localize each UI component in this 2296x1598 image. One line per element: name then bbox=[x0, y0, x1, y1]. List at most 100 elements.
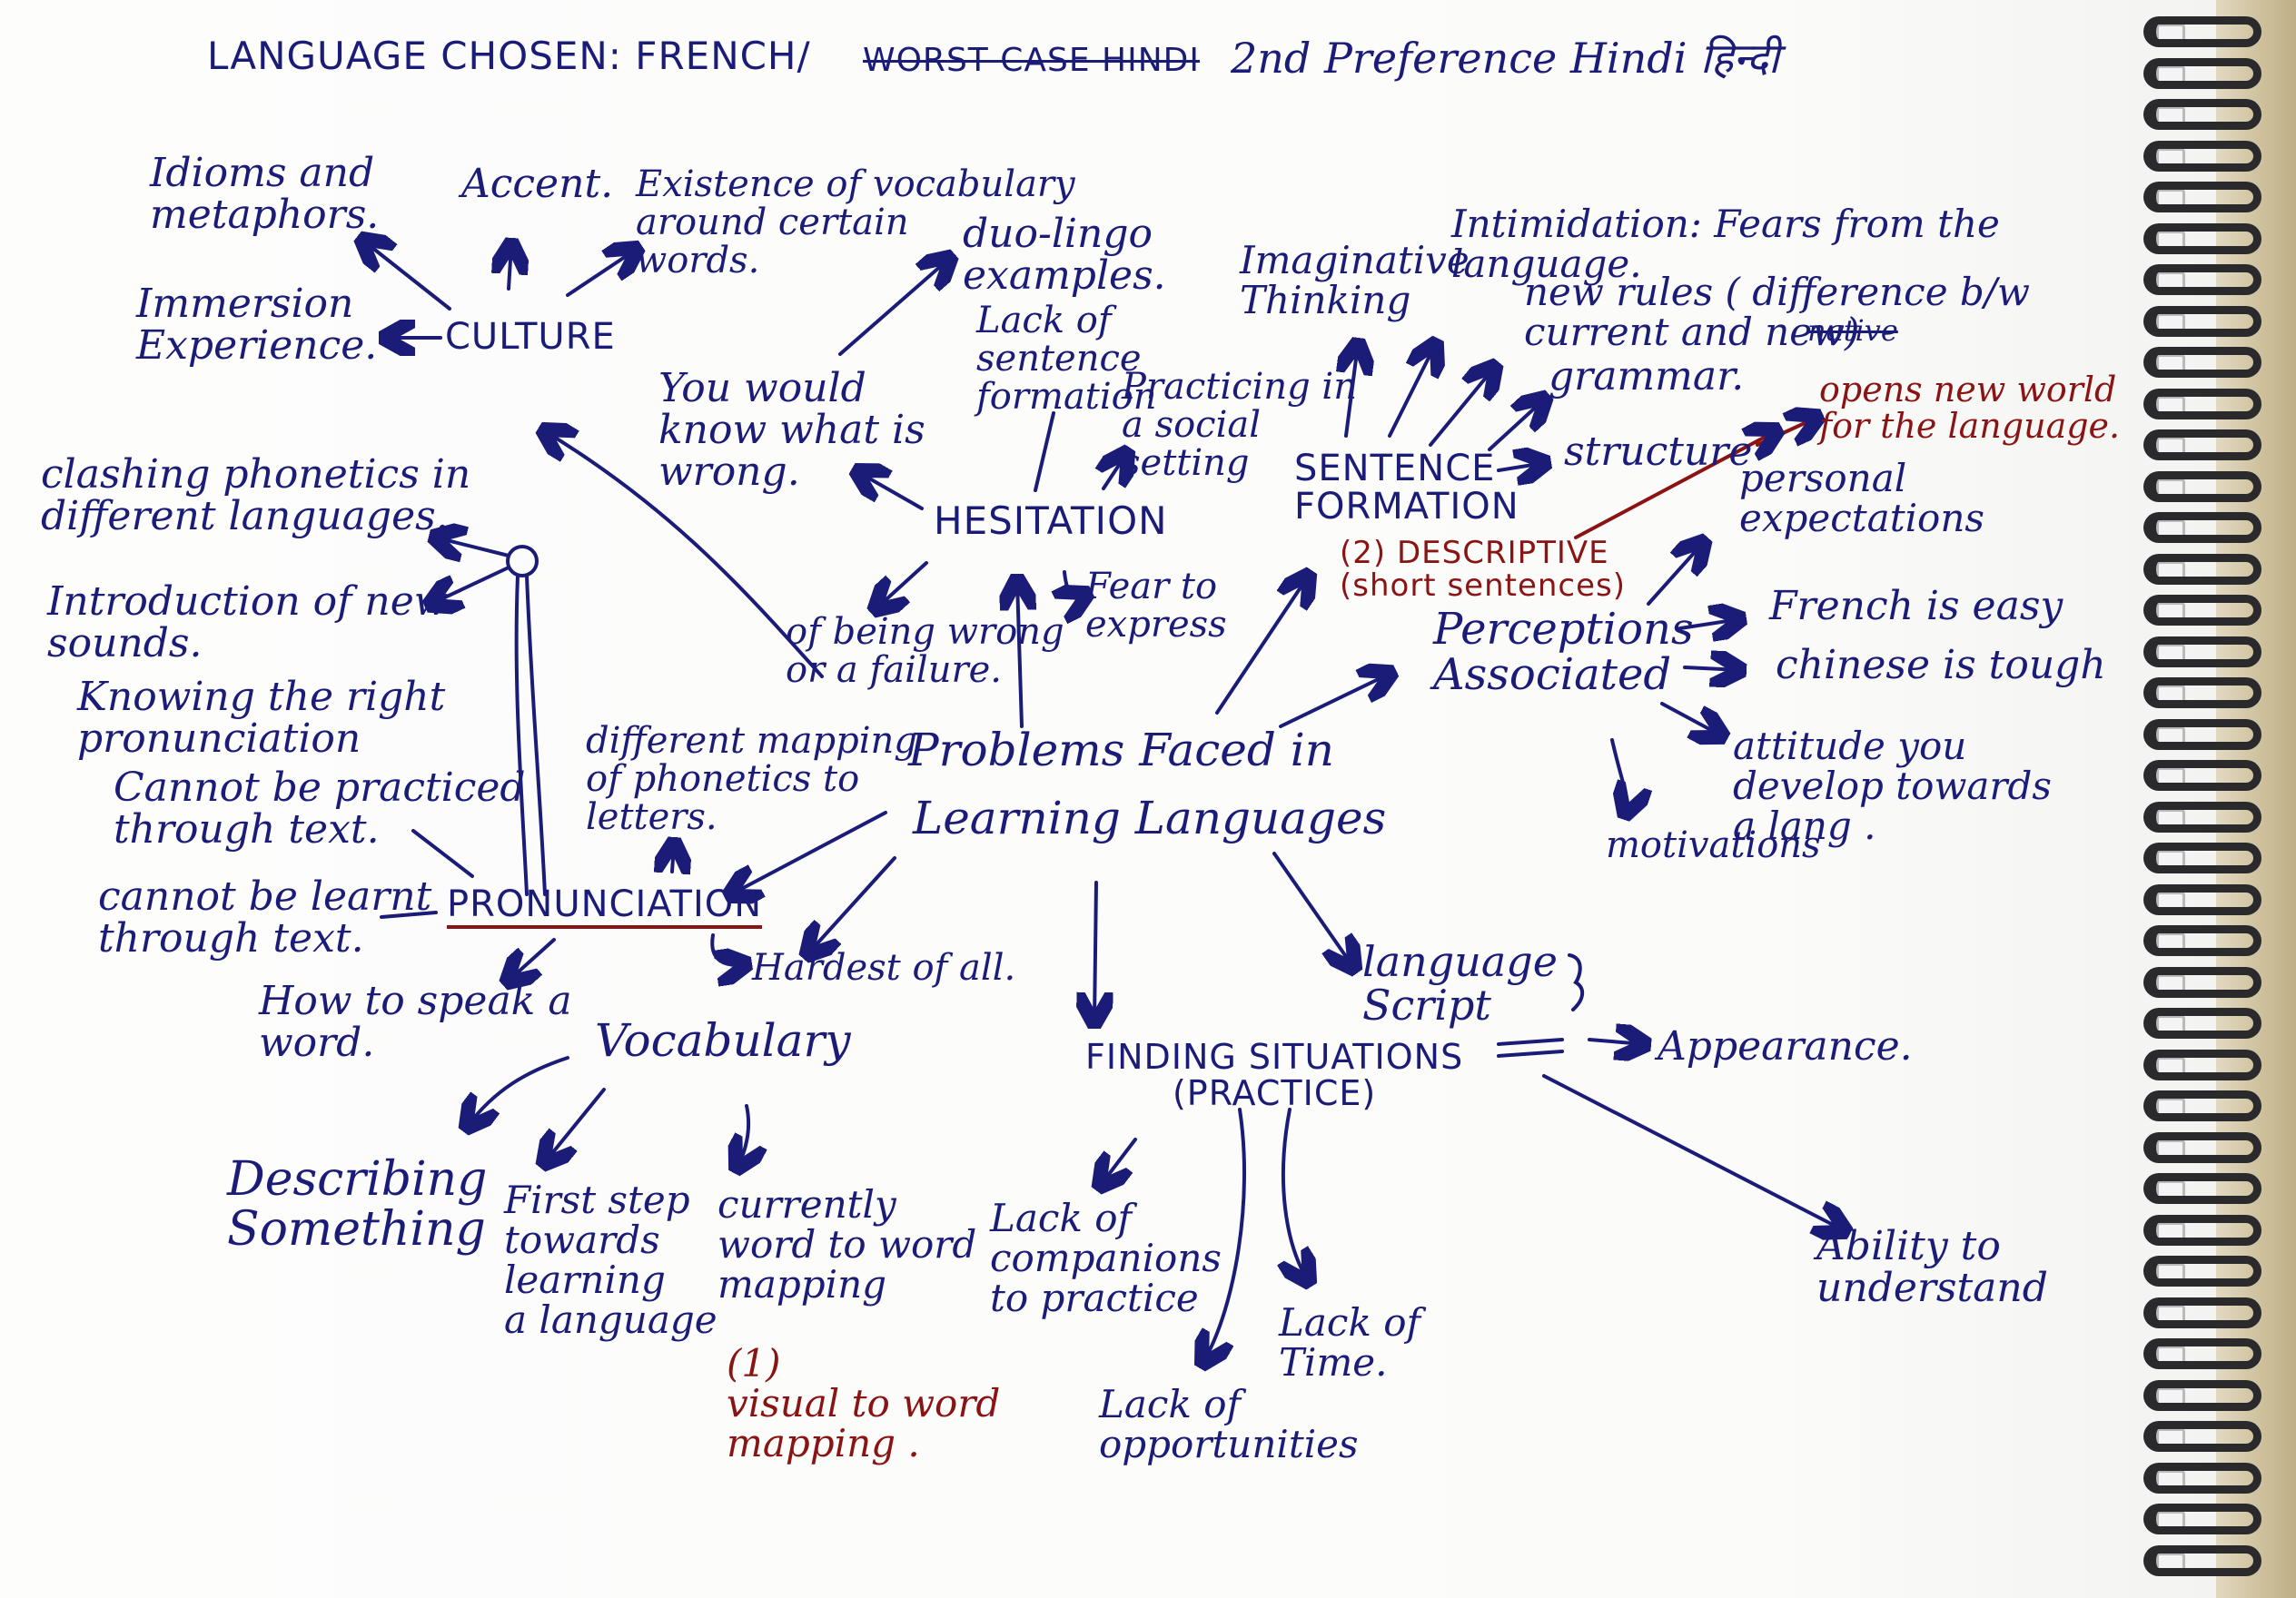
connector-lines bbox=[0, 0, 2216, 1598]
link-structure-opens bbox=[1756, 418, 1816, 447]
link-center-sentence bbox=[1215, 577, 1308, 715]
binding-coil bbox=[2143, 760, 2261, 791]
perceptions-label: Perceptions Associated bbox=[1433, 604, 1694, 701]
binding-coil bbox=[2143, 99, 2261, 130]
culture-existence: Existence of vocabulary around certain w… bbox=[636, 163, 1075, 281]
sentence-structure: structure bbox=[1564, 429, 1753, 475]
link-finding-opportunities bbox=[1203, 1108, 1247, 1362]
link-perceptions-motivations bbox=[1610, 738, 1627, 813]
header-second-preference: 2nd Preference Hindi हिन्दी bbox=[1231, 34, 1779, 83]
vocabulary-describing: Describing Something bbox=[227, 1152, 488, 1257]
link-finding-time bbox=[1283, 1108, 1308, 1280]
binding-coil bbox=[2143, 305, 2261, 337]
center-title-line1: Problems Faced in bbox=[908, 724, 1334, 776]
sentence-imaginative: Imaginative Thinking bbox=[1240, 238, 1470, 323]
perceptions-chinese: chinese is tough bbox=[1776, 642, 2106, 688]
link-youwould-duolingo bbox=[838, 259, 949, 356]
binding-coil bbox=[2143, 553, 2261, 585]
culture-immersion: Immersion Experience. bbox=[136, 281, 378, 370]
link-node-intro bbox=[431, 566, 510, 604]
sentence-opens-new-world: opens new world for the language. bbox=[1819, 370, 2121, 446]
link-pron-hardest bbox=[710, 933, 745, 965]
binding-coil bbox=[2143, 1214, 2261, 1246]
link-perceptions-attitude bbox=[1660, 702, 1721, 735]
vocabulary-label: Vocabulary bbox=[595, 1014, 851, 1067]
pronunciation-label: PRONUNCIATION bbox=[447, 885, 763, 929]
binding-coil bbox=[2143, 1256, 2261, 1287]
culture-label: CULTURE bbox=[445, 316, 616, 358]
hesitation-you-would: You would know what is wrong. bbox=[658, 365, 925, 496]
header-language-chosen: LANGUAGE CHOSEN: FRENCH/ bbox=[207, 34, 811, 78]
sentence-grammar: grammar. bbox=[1549, 353, 1745, 400]
link-pron-learnt bbox=[380, 911, 438, 919]
binding-coil bbox=[2143, 470, 2261, 502]
binding-coil bbox=[2143, 1131, 2261, 1163]
link-perceptions-personal bbox=[1647, 543, 1703, 606]
perceptions-motivations: motivations bbox=[1606, 824, 1821, 866]
binding-coil bbox=[2143, 1008, 2261, 1039]
link-descriptive-structure bbox=[1574, 431, 1776, 539]
binding-coil bbox=[2143, 636, 2261, 667]
hesitation-label: HESITATION bbox=[934, 498, 1168, 543]
link-vocab-describing bbox=[468, 1056, 569, 1126]
sentence-descriptive: (2) DESCRIPTIVE (short sentences) bbox=[1340, 535, 1627, 604]
script-equals-2 bbox=[1497, 1050, 1564, 1058]
link-vocab-firststep bbox=[545, 1088, 606, 1162]
binding-coil bbox=[2143, 222, 2261, 254]
pronunciation-hardest: Hardest of all. bbox=[752, 947, 1016, 989]
link-perceptions-french bbox=[1678, 619, 1739, 628]
binding-coil bbox=[2143, 925, 2261, 956]
script-label: language Script bbox=[1362, 937, 1558, 1031]
hesitation-duolingo: duo-lingo examples. bbox=[963, 211, 1166, 300]
perceptions-attitude: attitude you develop towards a lang . bbox=[1733, 724, 2052, 849]
binding-coil bbox=[2143, 388, 2261, 419]
binding-coil bbox=[2143, 1379, 2261, 1411]
binding-coil bbox=[2143, 1297, 2261, 1328]
hesitation-being-wrong: of being wrong or a failure. bbox=[786, 611, 1064, 691]
binding-coil bbox=[2143, 843, 2261, 873]
perceptions-personal: personal expectations bbox=[1739, 456, 1984, 541]
pronunciation-different-mapping: different mapping of phonetics to letter… bbox=[586, 720, 917, 838]
link-sentence-structure bbox=[1497, 463, 1544, 470]
binding-coil bbox=[2143, 1504, 2261, 1534]
link-sentence-newrules bbox=[1429, 368, 1494, 447]
binding-coil bbox=[2143, 429, 2261, 460]
script-brace bbox=[1568, 953, 1585, 1011]
binding-coil bbox=[2143, 182, 2261, 212]
binding-coil bbox=[2143, 1421, 2261, 1452]
phonetics-cannot-practiced: Cannot be practiced through text. bbox=[114, 764, 526, 853]
vocabulary-first-step: First step towards learning a language bbox=[504, 1178, 718, 1343]
header-struck-option: WORST CASE HINDI bbox=[863, 42, 1200, 79]
script-equals-1 bbox=[1497, 1038, 1564, 1046]
binding-coil bbox=[2143, 1173, 2261, 1204]
link-node-pronunciation-a bbox=[514, 574, 529, 896]
binding-coil bbox=[2143, 677, 2261, 708]
perceptions-french: French is easy bbox=[1769, 583, 2063, 629]
binding-coil bbox=[2143, 140, 2261, 172]
binding-coil bbox=[2143, 801, 2261, 833]
binding-coil bbox=[2143, 16, 2261, 47]
finding-opportunities: Lack of opportunities bbox=[1099, 1382, 1359, 1467]
center-title-line2: Learning Languages bbox=[913, 792, 1387, 844]
link-sentence-grammar bbox=[1488, 400, 1544, 451]
link-vocab-currently bbox=[737, 1104, 748, 1167]
link-node-pronunciation-b bbox=[525, 574, 547, 896]
binding-coil bbox=[2143, 1090, 2261, 1121]
culture-accent: Accent. bbox=[461, 161, 614, 207]
pronunciation-how-to: How to speak a word. bbox=[259, 978, 572, 1067]
sentence-intimidation: Intimidation: Fears from the language. bbox=[1451, 202, 2000, 287]
sentence-native-struck: native bbox=[1807, 313, 1898, 348]
link-finding-companions bbox=[1101, 1138, 1137, 1185]
sentence-new-rules: new rules ( difference b/w current and n… bbox=[1524, 270, 2030, 355]
hesitation-fear: Fear to express bbox=[1085, 566, 1227, 646]
binding-coil bbox=[2143, 883, 2261, 915]
script-appearance: Appearance. bbox=[1658, 1023, 1913, 1070]
link-culture-idioms bbox=[363, 241, 451, 311]
binding-coil bbox=[2143, 512, 2261, 543]
link-hesitation-lack bbox=[1034, 411, 1055, 492]
link-center-perceptions bbox=[1279, 674, 1390, 728]
link-pron-practiced bbox=[411, 829, 474, 878]
link-center-hardest bbox=[808, 856, 896, 953]
link-perceptions-chinese bbox=[1683, 667, 1739, 670]
link-center-culture bbox=[545, 431, 824, 678]
